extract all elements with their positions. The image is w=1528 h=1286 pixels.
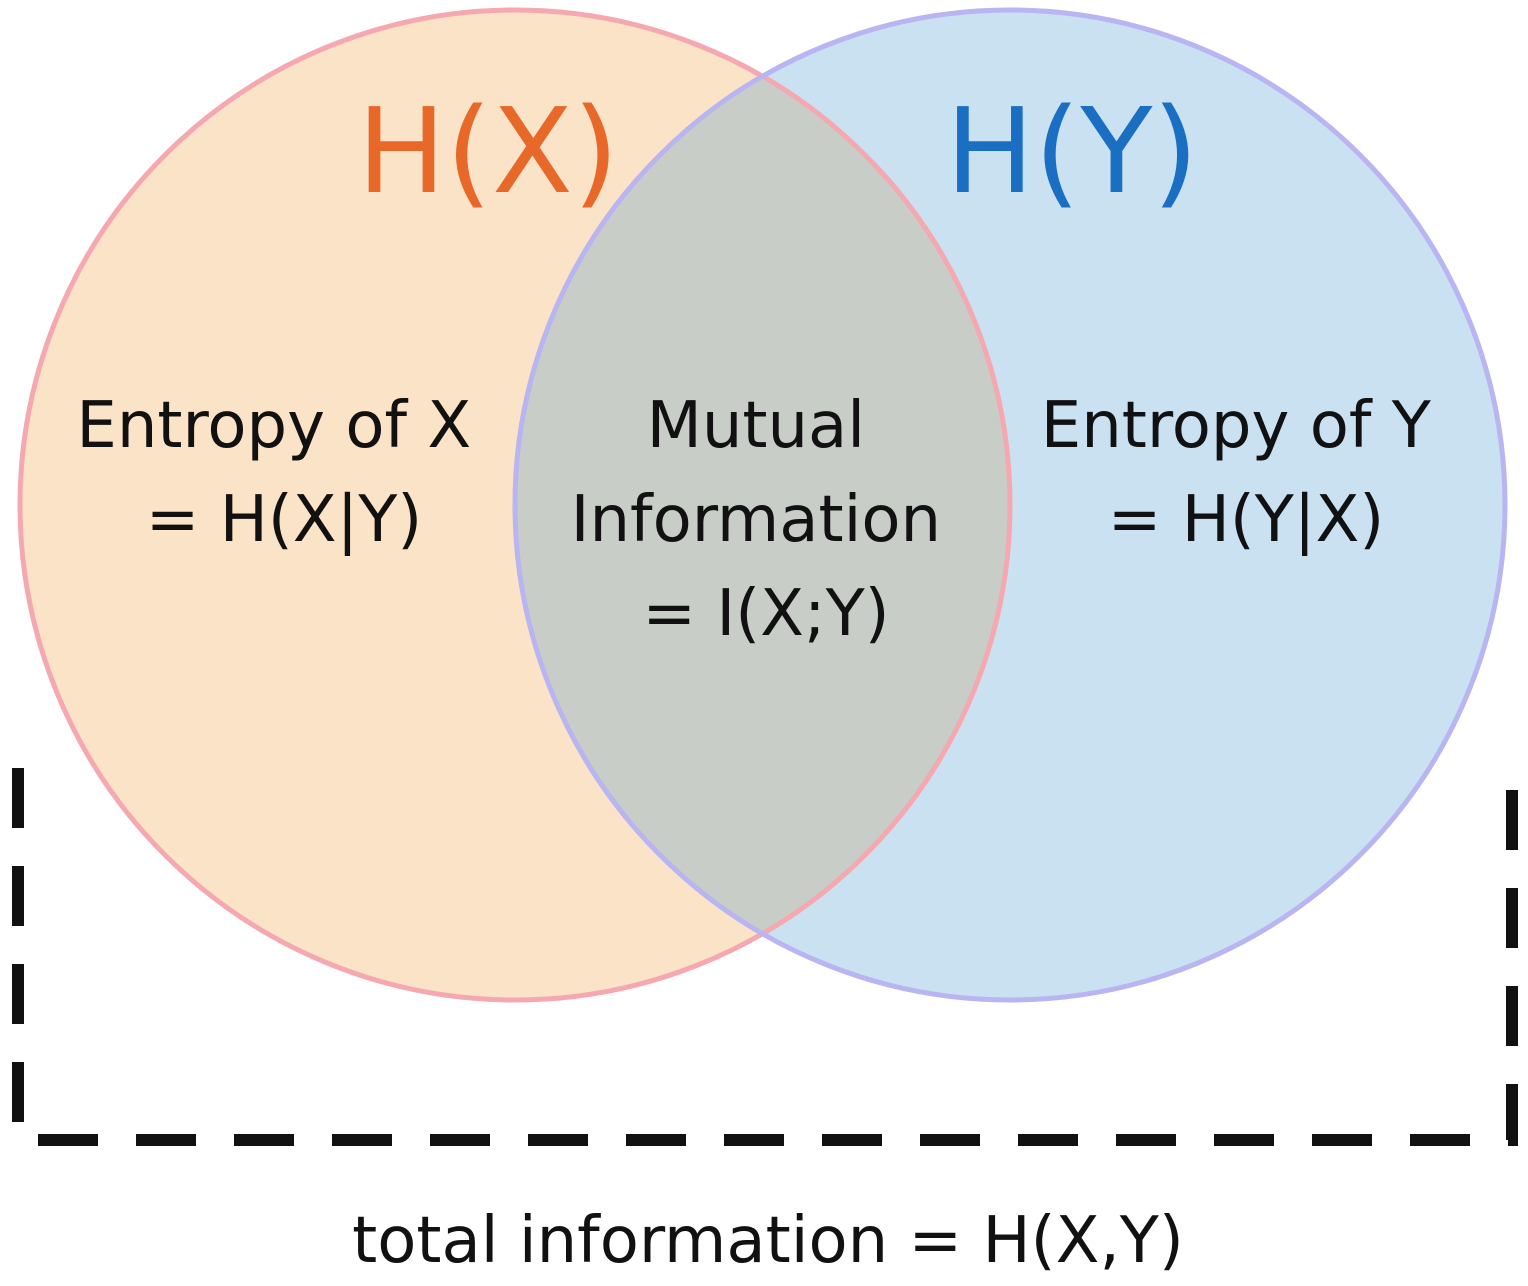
entropy-y-line-2: = H(Y|X) (1108, 483, 1385, 557)
entropy-x-label: Entropy of X = H(X|Y) (76, 389, 491, 557)
entropy-y-label: Entropy of Y = H(Y|X) (1041, 389, 1451, 557)
total-information-caption: total information = H(X,Y) (352, 1204, 1184, 1278)
mutual-information-line-2: Information (571, 483, 941, 557)
entropy-y-line-1: Entropy of Y (1041, 389, 1432, 463)
mutual-information-line-1: Mutual (647, 389, 865, 463)
intersection-region (515, 10, 1010, 1000)
entropy-x-line-2: = H(X|Y) (146, 483, 423, 557)
set-x-title: H(X) (357, 82, 619, 220)
set-y-title: H(Y) (946, 82, 1199, 220)
total-information-bracket (12, 768, 1518, 1146)
circle-y-outline (512, 7, 1508, 1003)
entropy-x-line-1: Entropy of X (76, 389, 471, 463)
mutual-information-label: Mutual Information = I(X;Y) (571, 389, 962, 651)
circle-x-outline (17, 7, 1013, 1003)
mutual-information-line-3: = I(X;Y) (642, 577, 889, 651)
